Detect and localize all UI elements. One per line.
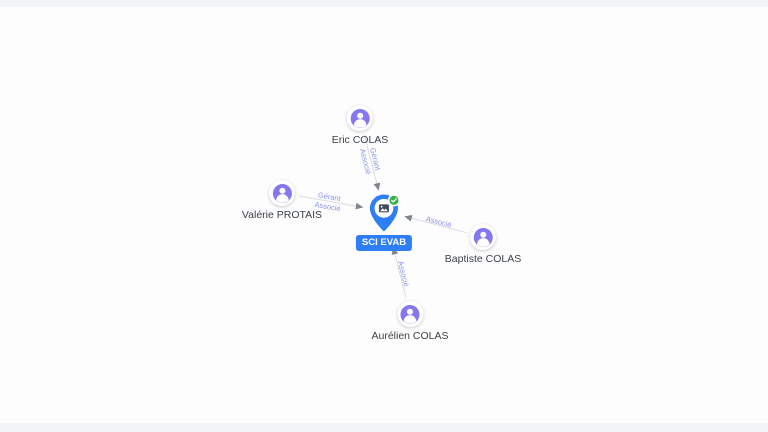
edge-line-eric-colas	[363, 134, 378, 186]
edge-line-valerie-protais	[298, 195, 359, 207]
bottom-page-strip	[0, 423, 768, 432]
person-node-baptiste-colas[interactable]: Baptiste COLAS	[445, 224, 521, 265]
person-avatar	[396, 301, 423, 327]
person-name: Baptiste COLAS	[444, 253, 522, 265]
company-label: SCI EVAB	[355, 235, 413, 251]
person-node-valerie-protais[interactable]: Valérie PROTAIS	[242, 180, 322, 221]
edge-line-baptiste-colas	[409, 217, 467, 234]
edge-arrow-eric-colas	[373, 182, 381, 191]
check-icon	[390, 198, 398, 203]
user-icon	[272, 183, 292, 203]
person-avatar	[268, 180, 295, 206]
person-node-eric-colas[interactable]: Eric COLAS	[331, 105, 389, 146]
top-page-strip	[0, 0, 768, 7]
person-avatar	[346, 105, 373, 131]
company-pin-icon	[369, 194, 401, 232]
edge-role-label-aurelien-colas-0: Associé	[396, 260, 411, 288]
person-name: Aurélien COLAS	[371, 330, 449, 342]
edge-role-label-valerie-protais-0: Gérant	[317, 190, 342, 203]
person-name: Valérie PROTAIS	[241, 209, 323, 221]
company-node[interactable]: SCI EVAB	[355, 193, 413, 251]
person-name: Eric COLAS	[331, 134, 389, 146]
user-icon	[473, 227, 493, 247]
edge-arrow-baptiste-colas	[404, 214, 413, 222]
edge-role-label-valerie-protais-1: Associé	[314, 200, 341, 213]
edge-line-aurelien-colas	[393, 251, 407, 298]
edge-arrow-valerie-protais	[355, 202, 364, 210]
person-node-aurelien-colas[interactable]: Aurélien COLAS	[371, 301, 449, 342]
person-avatar	[469, 224, 496, 250]
user-icon	[400, 304, 420, 324]
user-icon	[350, 108, 370, 128]
company-building-icon	[378, 204, 389, 213]
